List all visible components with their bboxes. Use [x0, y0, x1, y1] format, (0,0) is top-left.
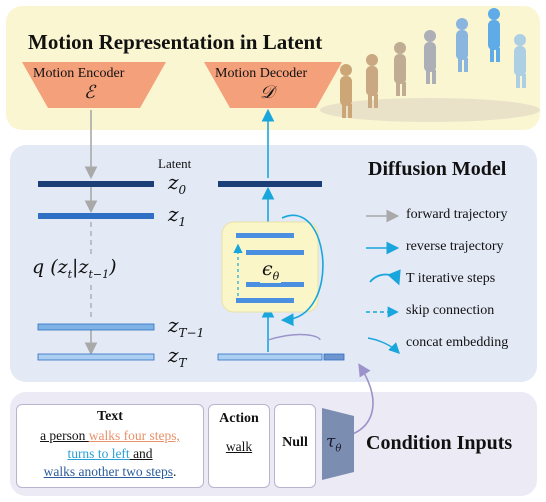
z1-label: z1 — [168, 202, 187, 229]
forward-process-formula: q (zt|zt−1) — [30, 256, 119, 281]
legend-reverse-trajectory: reverse trajectory — [406, 239, 504, 254]
iterative-steps-curve — [280, 214, 324, 327]
action-box-title: Action — [219, 411, 259, 426]
action-condition-box: Action walk — [208, 404, 270, 488]
legend-iterative-steps: T iterative steps — [406, 271, 496, 286]
null-box-title: Null — [282, 435, 308, 450]
text-line-3: walks another two steps. — [43, 464, 177, 479]
text-line-2: turns to left and — [67, 446, 153, 461]
decoder-label: Motion Decoder — [215, 66, 308, 81]
condition-panel-title: Condition Inputs — [366, 432, 513, 454]
denoiser-bar-4 — [236, 298, 294, 303]
latent-bar-zT — [37, 353, 155, 361]
encoder-label: Motion Encoder — [33, 66, 125, 81]
condition-encoder-label: τθ — [326, 432, 342, 455]
latent-bar-z0 — [38, 181, 154, 187]
concat-embedding-curve — [267, 333, 321, 341]
legend-skip-connection: skip connection — [406, 303, 495, 318]
concat-arrow-icon — [367, 337, 400, 354]
legend-forward-trajectory: forward trajectory — [406, 207, 508, 222]
denoiser-bar-3 — [246, 282, 304, 287]
legend-concat-embedding: concat embedding — [406, 335, 509, 350]
text-box-title: Text — [97, 409, 123, 424]
motion-decoder-block — [204, 62, 342, 108]
condition-encoder-block — [322, 408, 354, 480]
walking-figures-image — [320, 8, 540, 122]
curved-arrow-icon — [369, 269, 401, 286]
zT-1-label: zT−1 — [168, 313, 205, 340]
latent-bar-z0-right — [218, 181, 322, 187]
latent-label: Latent — [158, 156, 192, 171]
text-condition-box: Text a person walks four steps, turns to… — [16, 404, 204, 488]
z0-label: z0 — [168, 170, 187, 197]
motion-panel-title: Motion Representation in Latent — [28, 30, 323, 54]
null-condition-box: Null — [274, 404, 316, 488]
motion-encoder-block — [22, 62, 166, 108]
encoder-symbol: ℰ — [84, 82, 95, 103]
zT-label: zT — [168, 343, 187, 370]
latent-bar-z1 — [38, 213, 154, 219]
latent-bar-zT-right — [217, 353, 323, 361]
decoder-symbol: 𝒟 — [260, 82, 275, 103]
text-line-1: a person walks four steps, — [40, 428, 180, 443]
denoiser-bar-2 — [246, 250, 304, 255]
action-value: walk — [225, 439, 253, 454]
latent-bar-zT-1 — [37, 323, 155, 331]
denoiser-bar-1 — [236, 233, 294, 238]
diffusion-panel-title: Diffusion Model — [368, 158, 507, 180]
denoiser-label: ϵθ — [260, 258, 282, 283]
condition-embedding-bar — [323, 353, 345, 361]
